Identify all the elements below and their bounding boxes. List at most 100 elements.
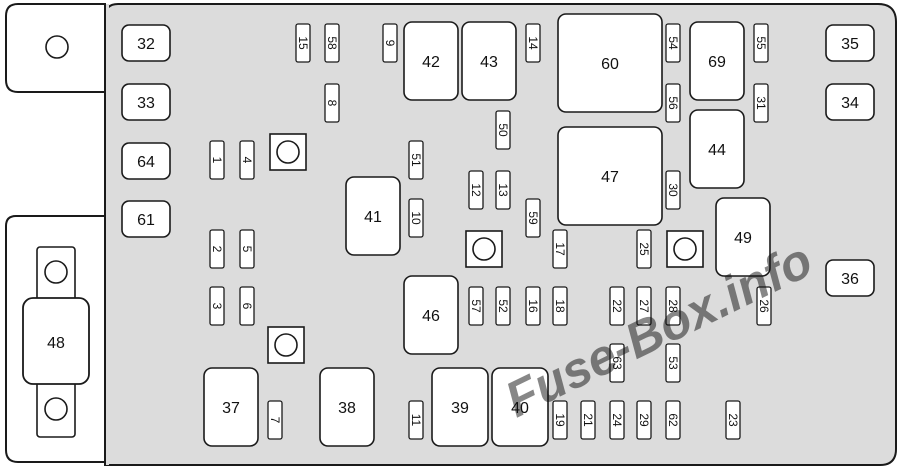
fuse-50-label: 50 [496, 123, 510, 137]
fuse-64-label: 64 [137, 154, 155, 171]
relay-37 [203, 367, 259, 447]
fuse-19 [552, 400, 568, 440]
fuse-63 [609, 343, 625, 383]
fuse-30-label: 30 [666, 183, 680, 197]
fuse-10 [408, 198, 424, 238]
right-stud-base [666, 230, 704, 268]
fuse-33 [121, 83, 171, 121]
fuse-31 [753, 83, 769, 123]
fuse-53 [665, 343, 681, 383]
fuse-51 [408, 140, 424, 180]
fuse-26-label: 26 [757, 299, 771, 313]
fuse-57-label: 57 [469, 299, 483, 313]
fuse-34-label: 34 [841, 95, 859, 112]
fuse-56-label: 56 [666, 96, 680, 110]
fuse-55-label: 55 [754, 36, 768, 50]
fuse-32 [121, 24, 171, 62]
fuse-25 [636, 229, 652, 269]
fuse-18-label: 18 [553, 299, 567, 313]
fuse-9 [382, 23, 398, 63]
top-center-stud [276, 140, 300, 164]
fuse-4 [239, 140, 255, 180]
panel-seam [105, 4, 109, 465]
fuse-31-label: 31 [754, 96, 768, 110]
relay-47-label: 47 [601, 169, 619, 186]
relay-60-label: 60 [601, 56, 619, 73]
fuse-52 [495, 286, 511, 326]
fuse-34 [825, 83, 875, 121]
relay-43 [461, 21, 517, 101]
fuse48-bottom-terminal [44, 397, 68, 421]
relay-39-label: 39 [451, 400, 469, 417]
fuse-26 [756, 286, 772, 326]
relay-41-label: 41 [364, 209, 382, 226]
fuse-6-label: 6 [240, 303, 254, 310]
relay-69-label: 69 [708, 54, 726, 71]
fuse-36-label: 36 [841, 271, 859, 288]
fuse-3 [209, 286, 225, 326]
top-left-mount-hole [45, 35, 69, 59]
relay-69 [689, 21, 745, 101]
relay-46-label: 46 [422, 308, 440, 325]
fuse-27-label: 27 [637, 299, 651, 313]
relay-42 [403, 21, 459, 101]
fuse-12 [468, 170, 484, 210]
fuse-24 [609, 400, 625, 440]
fuse-64 [121, 142, 171, 180]
relay-44 [689, 109, 745, 189]
relay-46 [403, 275, 459, 355]
fuse-18 [552, 286, 568, 326]
fuse-11 [408, 400, 424, 440]
fuse-6 [239, 286, 255, 326]
fuse-13-label: 13 [496, 183, 510, 197]
fuse-15 [295, 23, 311, 63]
fuse-5-label: 5 [240, 246, 254, 253]
fuse-3-label: 3 [210, 303, 224, 310]
fuse-54 [665, 23, 681, 63]
fuse-16-label: 16 [526, 299, 540, 313]
fuse-16 [525, 286, 541, 326]
fuse-61 [121, 200, 171, 238]
fuse-58 [324, 23, 340, 63]
left-stud [274, 333, 298, 357]
fuse-30 [665, 170, 681, 210]
fuse-54-label: 54 [666, 36, 680, 50]
fuse-63-label: 63 [610, 356, 624, 370]
relay-44-label: 44 [708, 142, 726, 159]
fuse-33-label: 33 [137, 95, 155, 112]
fuse-17 [552, 229, 568, 269]
fuse-55 [753, 23, 769, 63]
fuse-23 [725, 400, 741, 440]
fuse-12-label: 12 [469, 183, 483, 197]
fuse-32-label: 32 [137, 36, 155, 53]
fuse-1 [209, 140, 225, 180]
fuse-15-label: 15 [296, 36, 310, 50]
fuse-11-label: 11 [409, 414, 423, 427]
fuse-53-label: 53 [666, 356, 680, 370]
fuse-19-label: 19 [553, 413, 567, 427]
fuse-52-label: 52 [496, 299, 510, 313]
fuse-8-label: 8 [325, 100, 339, 107]
fuse-4-label: 4 [240, 157, 254, 164]
relay-60 [557, 13, 663, 113]
fuse-35-label: 35 [841, 36, 859, 53]
maxi-fuse-48-label: 48 [47, 335, 65, 352]
fuse-21-label: 21 [581, 413, 595, 427]
fuse-57 [468, 286, 484, 326]
relay-43-label: 43 [480, 54, 498, 71]
fuse-23-label: 23 [726, 413, 740, 427]
fuse-14 [525, 23, 541, 63]
fuse-59 [525, 198, 541, 238]
relay-38 [319, 367, 375, 447]
fuse-28-label: 28 [666, 299, 680, 313]
fuse-2 [209, 229, 225, 269]
right-stud [673, 237, 697, 261]
fuse-5 [239, 229, 255, 269]
relay-40-label: 40 [511, 400, 529, 417]
fuse-24-label: 24 [610, 413, 624, 427]
fuse-29 [636, 400, 652, 440]
fuse-59-label: 59 [526, 211, 540, 225]
fuse-7-label: 7 [268, 417, 282, 424]
